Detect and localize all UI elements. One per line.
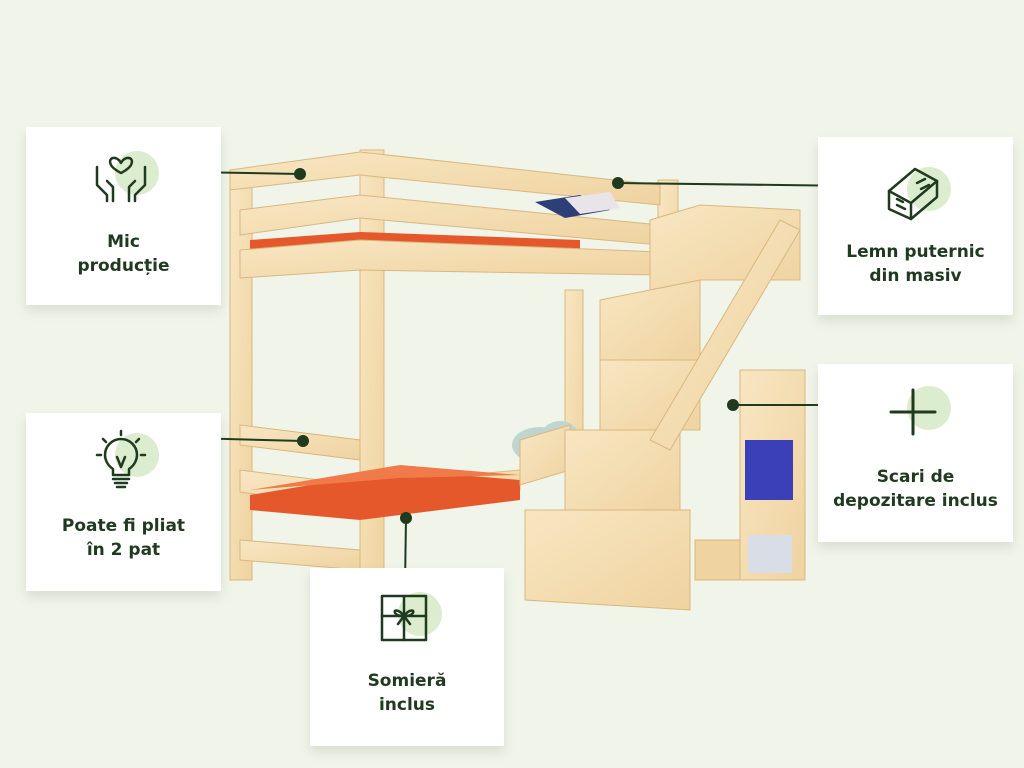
feature-label: Lemn puternic din masiv: [846, 242, 985, 286]
feature-card-storage-stairs: Scari de depozitare inclus: [818, 364, 1013, 542]
feature-card-small-production: Mic producție: [26, 127, 221, 305]
bunk-bed-image: [229, 149, 806, 611]
lightbulb-icon: [95, 429, 146, 489]
feature-card-solid-wood: Lemn puternic din masiv: [818, 137, 1013, 315]
icon-container: [372, 586, 442, 656]
feature-label: Scari de depozitare inclus: [833, 467, 998, 511]
icon-container: [881, 380, 951, 450]
icon-container: [89, 145, 159, 215]
feature-label: Poate fi pliat în 2 pat: [61, 516, 186, 560]
plus-icon: [889, 388, 936, 436]
feature-label: Mic producție: [77, 232, 170, 276]
feature-label: Somieră inclus: [367, 671, 447, 715]
feature-card-slatted-base: Somieră inclus: [310, 568, 504, 746]
wood-log-icon: [887, 167, 938, 221]
icon-container: [881, 161, 951, 231]
icon-container: [89, 427, 159, 497]
feature-card-foldable: Poate fi pliat în 2 pat: [26, 413, 221, 591]
heart-hands-icon: [95, 156, 146, 203]
gift-box-icon: [380, 594, 428, 642]
